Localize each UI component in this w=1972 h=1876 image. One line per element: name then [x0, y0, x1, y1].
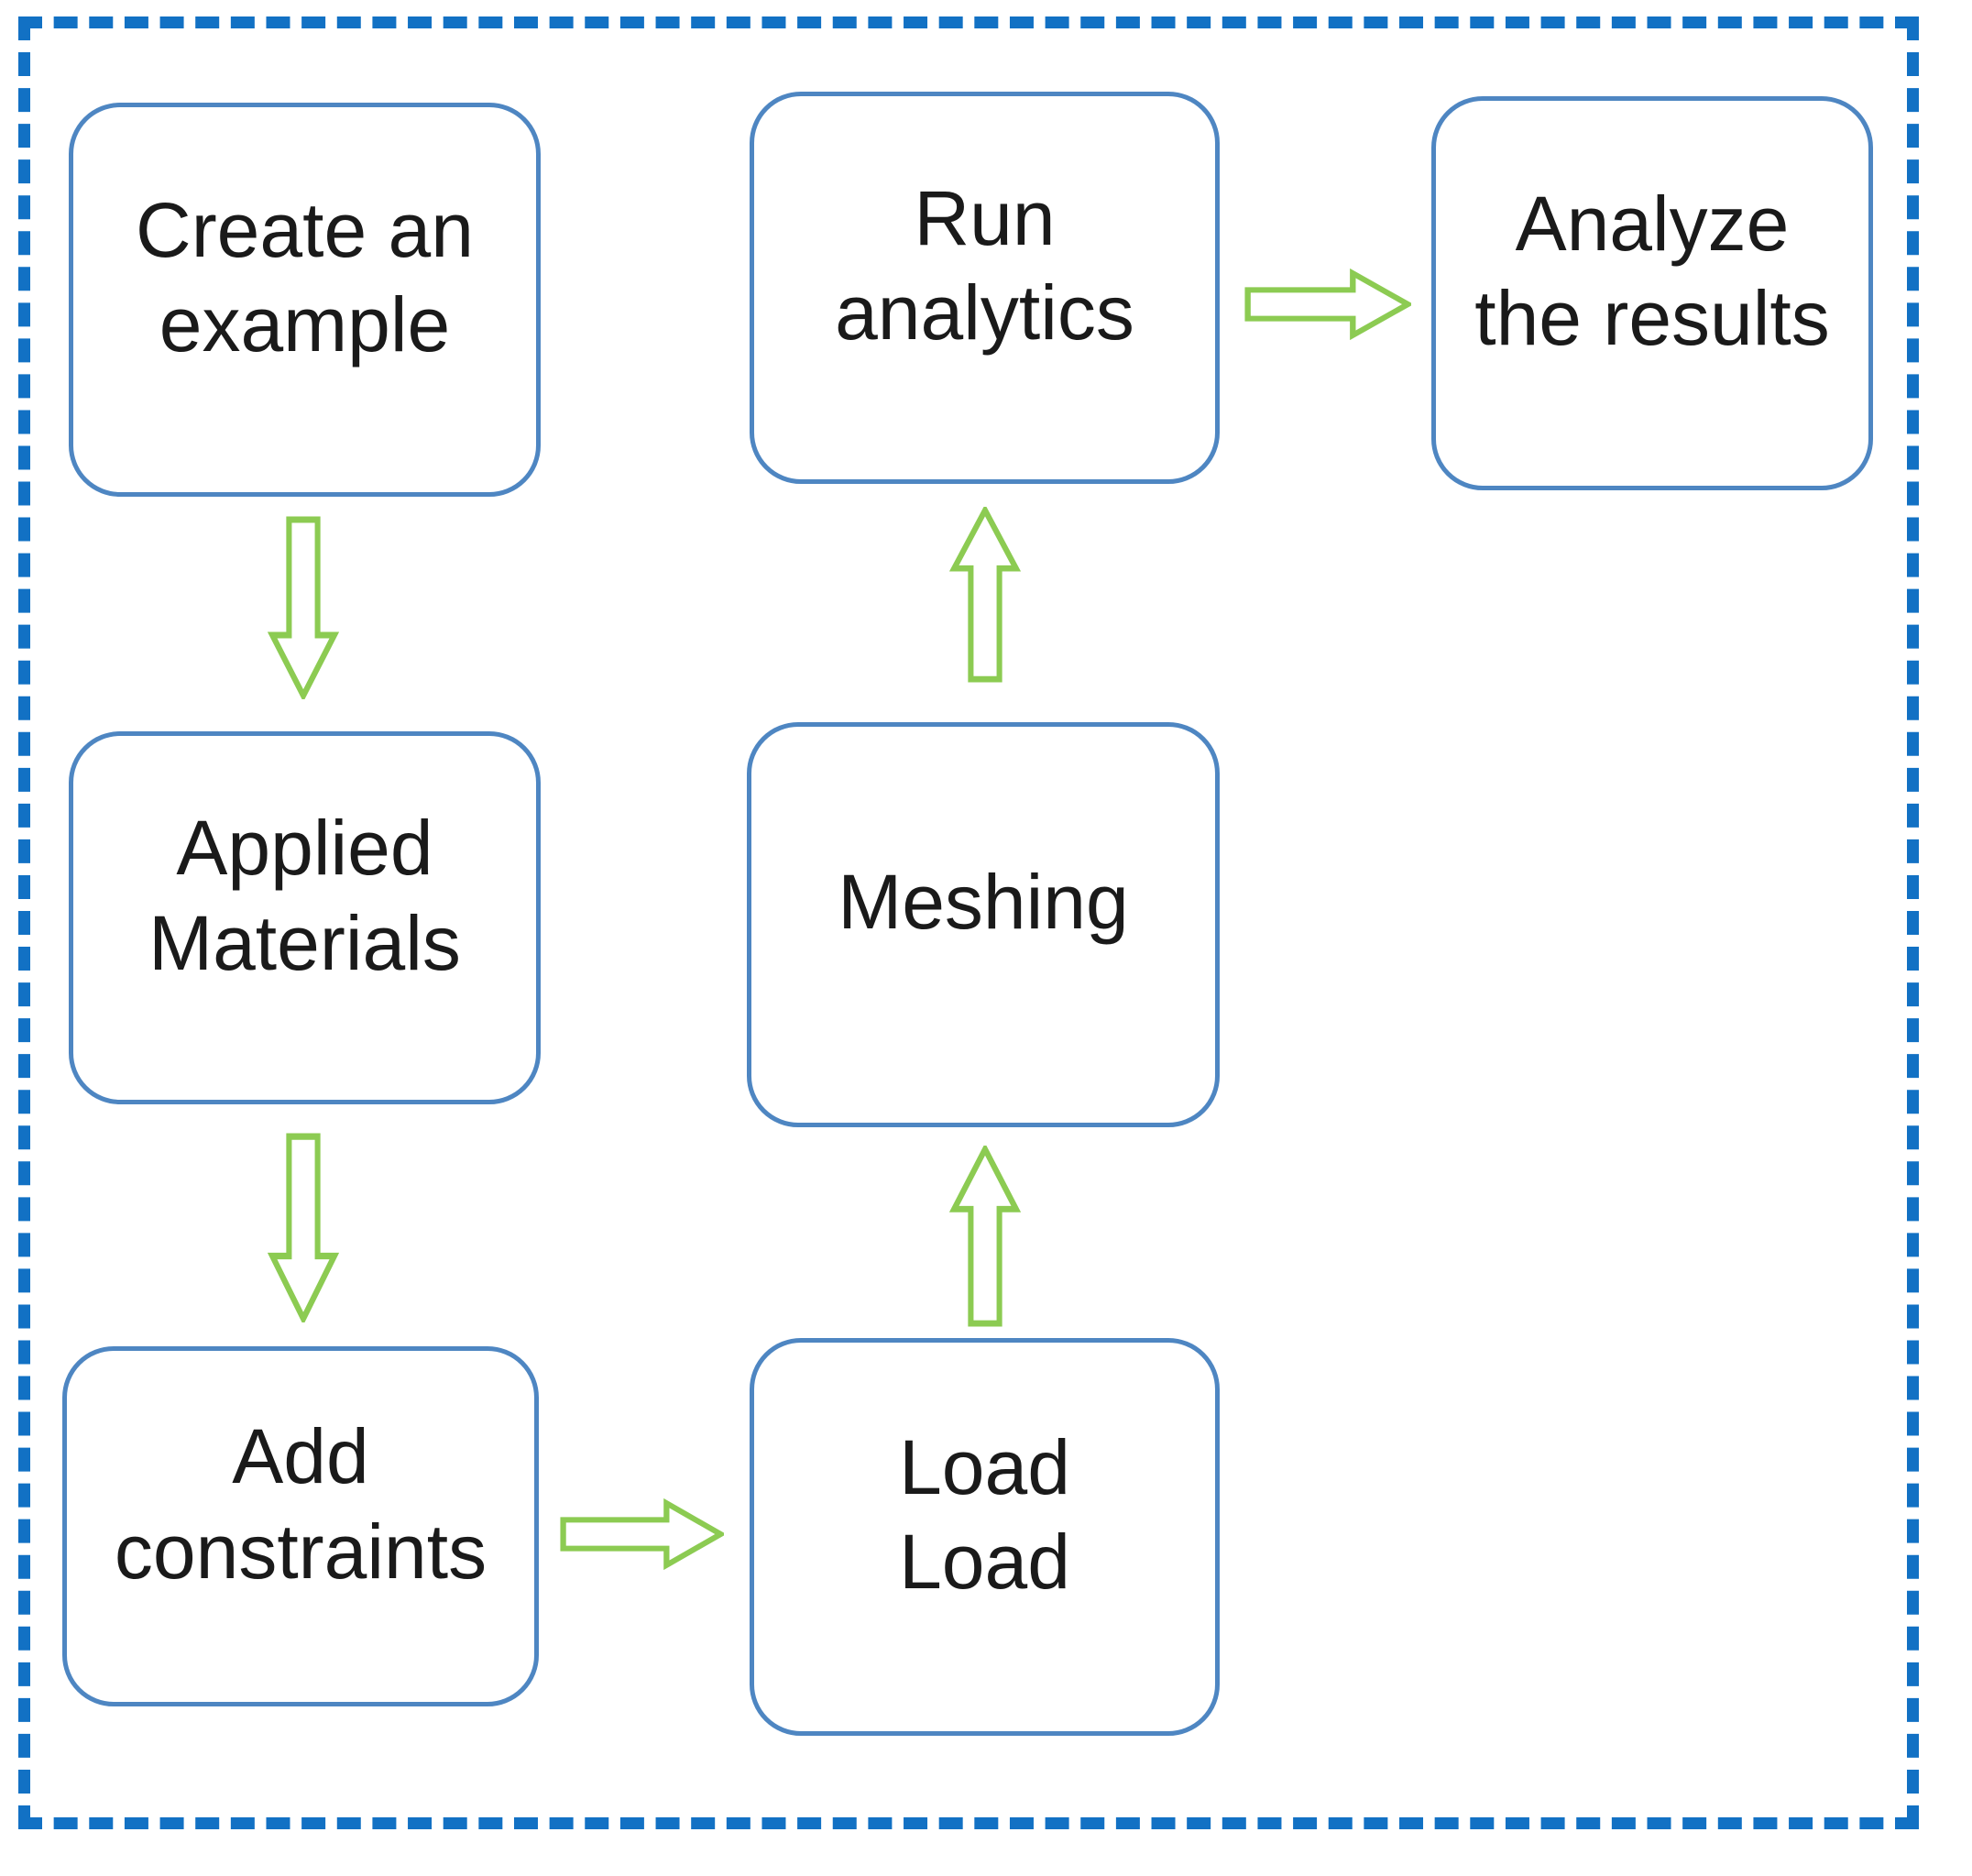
node-run-analytics: Run analytics [750, 92, 1220, 484]
node-label: Applied Materials [148, 801, 461, 991]
arrow-up-icon-meshing-to-run [949, 507, 1021, 683]
arrow-up-icon-load-to-meshing [949, 1146, 1021, 1327]
node-label-line: example [159, 281, 451, 368]
arrow-down-icon-create-to-applied [268, 516, 339, 699]
node-label: Run analytics [835, 171, 1134, 361]
node-label-line: Load [899, 1519, 1070, 1605]
node-label-line: Run [914, 174, 1056, 261]
node-analyze-results: Analyze the results [1431, 96, 1873, 490]
node-label-line: the results [1474, 275, 1830, 361]
node-label: Create an example [136, 183, 474, 373]
node-load-load: Load Load [750, 1338, 1220, 1736]
node-label-line: Load [899, 1423, 1070, 1510]
node-create-example: Create an example [69, 103, 541, 497]
node-add-constraints: Add constraints [62, 1346, 539, 1706]
node-label: Analyze the results [1474, 177, 1830, 367]
node-meshing: Meshing [747, 722, 1220, 1127]
node-label-line: Applied [176, 805, 433, 892]
arrow-down-icon-applied-to-constraints [268, 1133, 339, 1322]
node-label-line: constraints [114, 1508, 488, 1595]
arrow-right-icon-constraints-to-load [560, 1498, 724, 1570]
node-label-line: Meshing [838, 859, 1129, 946]
node-label-line: Create an [136, 186, 474, 273]
node-label-line: Materials [148, 899, 461, 986]
node-label-line: analytics [835, 269, 1134, 356]
node-label: Load Load [899, 1421, 1070, 1610]
node-label-line: Analyze [1515, 180, 1790, 267]
node-applied-materials: Applied Materials [69, 731, 541, 1104]
node-label: Meshing [838, 855, 1129, 949]
node-label: Add constraints [115, 1410, 487, 1599]
arrow-right-icon-run-to-analyze [1244, 269, 1411, 340]
node-label-line: Add [232, 1413, 369, 1500]
dashed-border-frame [18, 16, 1919, 1829]
